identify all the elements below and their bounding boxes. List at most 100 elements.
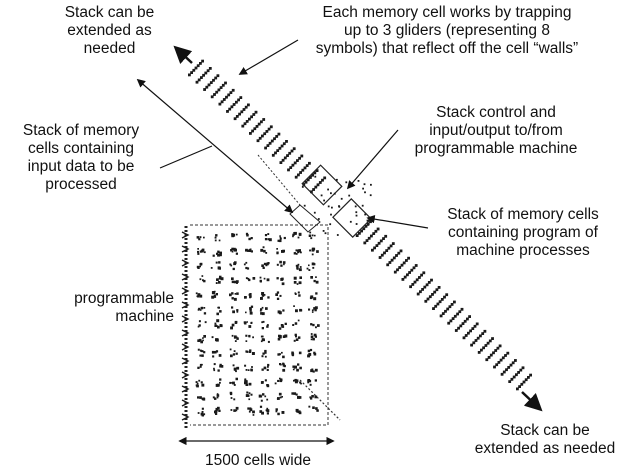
machine-cell	[244, 378, 252, 386]
machine-cell	[195, 379, 205, 388]
arrow-program-stack	[366, 214, 429, 229]
machine-input-mark	[181, 245, 190, 253]
memory-cell	[210, 81, 227, 99]
machine-input-mark	[181, 315, 190, 323]
memory-cell	[454, 315, 471, 332]
memory-cell	[409, 271, 426, 289]
arrow-extend-bottom	[521, 391, 543, 412]
machine-cell	[259, 276, 270, 283]
machine-cell	[229, 292, 239, 301]
machine-cell	[307, 348, 317, 358]
machine-input-mark	[181, 343, 190, 351]
machine-cell	[291, 392, 302, 399]
label-stack-control: Stack control and input/output to/from p…	[414, 104, 578, 157]
machine-boundary	[190, 224, 329, 426]
memory-cell	[363, 227, 380, 245]
machine-cell	[279, 362, 286, 372]
machine-cell	[310, 368, 318, 373]
machine-cell	[293, 276, 302, 285]
label-width: 1500 cells wide	[205, 452, 311, 469]
memory-cell	[195, 67, 212, 84]
machine-cell	[258, 393, 269, 402]
machine-cell	[310, 333, 317, 341]
machine-cell	[276, 392, 283, 400]
machine-cell	[245, 305, 254, 315]
arrow-stack-control	[346, 129, 399, 190]
machine-input-mark	[181, 273, 190, 281]
machine-cell	[264, 233, 272, 242]
memory-cell	[226, 96, 243, 113]
machine-cell	[276, 277, 285, 286]
machine-cell	[309, 247, 319, 256]
machine-input-mark	[181, 357, 190, 365]
machine-input-mark	[181, 329, 190, 337]
machine-cell	[199, 275, 206, 283]
memory-cell	[401, 264, 418, 281]
memory-cell	[378, 242, 395, 259]
machine-cell	[259, 405, 270, 415]
machine-cell	[293, 333, 301, 342]
memory-cell	[256, 125, 273, 143]
memory-cell	[386, 249, 403, 267]
machine-cell	[230, 247, 238, 255]
memory-cell	[485, 344, 502, 362]
machine-cell	[245, 391, 253, 401]
memory-cell	[310, 176, 327, 194]
machine-cell	[211, 350, 222, 358]
memory-cell	[439, 300, 456, 318]
memory-cell	[462, 322, 479, 340]
machine-cell	[293, 378, 302, 385]
machine-cell	[244, 364, 253, 372]
machine-input-mark	[181, 399, 190, 407]
machine-cell	[308, 306, 318, 313]
memory-cell	[241, 110, 258, 128]
machine-cell	[261, 262, 270, 269]
machine-cell	[306, 262, 316, 271]
label-memory-cell: Each memory cell works by trapping up to…	[315, 4, 579, 57]
memory-cell	[516, 373, 532, 391]
machine-cell	[231, 306, 239, 314]
machine-cell	[244, 293, 252, 299]
machine-cell	[310, 323, 320, 329]
memory-cell	[500, 359, 517, 376]
memory-cell	[287, 154, 304, 172]
machine-cell	[245, 232, 253, 241]
machine-cell	[274, 377, 283, 385]
machine-cell	[307, 379, 317, 386]
arrow-input-stack-span	[136, 78, 294, 214]
memory-cell	[203, 74, 220, 91]
memory-cell	[447, 307, 464, 325]
machine-cell	[260, 335, 270, 343]
machine-cell	[214, 406, 221, 415]
machine-input-mark	[181, 301, 190, 309]
machine-cell	[260, 246, 268, 254]
machine-cell	[215, 275, 224, 284]
machine-cell	[292, 319, 300, 326]
machine-cell	[229, 261, 237, 271]
machine-input-mark	[181, 231, 190, 239]
machine-cell	[213, 363, 224, 372]
machine-cell	[229, 348, 238, 358]
memory-cell	[249, 118, 266, 135]
machine-cell	[196, 262, 203, 269]
machine-cell	[308, 231, 316, 240]
memory-cell	[477, 337, 494, 354]
machine-cell	[230, 406, 239, 412]
machine-cell	[196, 236, 205, 241]
machine-cell	[211, 290, 218, 299]
label-programmable-machine: programmable machine	[74, 290, 174, 325]
memory-cell	[218, 88, 235, 106]
machine-cell	[230, 320, 238, 330]
machine-cell	[229, 391, 236, 401]
memory-cell	[470, 329, 487, 347]
machine-input-mark	[181, 413, 190, 421]
machine-cell	[261, 349, 267, 358]
memory-cell	[371, 234, 388, 252]
machine-cell	[260, 292, 270, 300]
machine-cell	[275, 291, 282, 300]
memory-cell	[416, 278, 433, 296]
memory-cell	[233, 103, 250, 121]
machine-input-mark	[181, 287, 190, 295]
